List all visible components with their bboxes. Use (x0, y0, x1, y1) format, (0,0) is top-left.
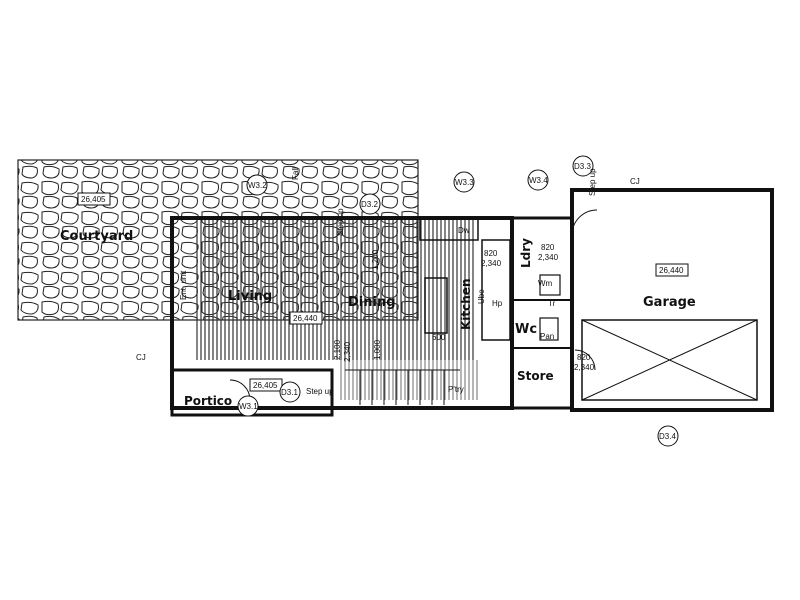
svg-text:D3.1: D3.1 (281, 388, 298, 397)
svg-text:W3.3: W3.3 (455, 178, 474, 187)
note-kitchen-ceiling-height: 2,340 (481, 259, 502, 268)
room-label-kitchen: Kitchen (459, 279, 473, 331)
note-tr: Tr (548, 299, 556, 308)
note-store-ceiling: 820 (577, 353, 591, 362)
note-pantry: P'try (448, 385, 464, 394)
note-step-up-portico: Step up (306, 387, 334, 396)
tag-d3-1: D3.1 (279, 381, 301, 403)
tag-d3-4: D3.4 (657, 425, 679, 447)
level-marker-portico: 26,405 (249, 378, 283, 392)
note-kitchen-ceiling: 820 (484, 249, 498, 258)
tag-cj-portico: CJ (136, 353, 146, 362)
dim-2340: 2,340 (343, 341, 352, 362)
svg-text:W3.2: W3.2 (248, 181, 267, 190)
room-label-ldry: Ldry (519, 238, 533, 268)
house-walls (170, 188, 774, 417)
tag-w3-3: W3.3 (453, 171, 475, 193)
level-marker-living: 26,440 (289, 311, 323, 325)
room-label-store: Store (517, 369, 554, 383)
note-dw: Dw (458, 226, 470, 235)
room-label-living: Living (228, 289, 272, 304)
svg-text:W3.4: W3.4 (529, 176, 548, 185)
svg-text:26,405: 26,405 (81, 195, 106, 204)
svg-text:26,440: 26,440 (293, 314, 318, 323)
svg-text:D3.3: D3.3 (574, 162, 591, 171)
level-marker-garage: 26,440 (655, 263, 689, 277)
note-wm: Wm (538, 279, 553, 288)
dim-1200: 1,200 (371, 249, 380, 270)
dim-1000: 1,000 (373, 339, 382, 360)
note-step-up-courtyard: Step up (336, 208, 345, 236)
level-marker-courtyard: 26,405 (77, 192, 111, 206)
note-ldry-ceiling-height: 2,340 (538, 253, 559, 262)
room-label-wc: Wc (515, 322, 537, 337)
tag-cj-garage: CJ (630, 177, 640, 186)
svg-text:26,440: 26,440 (659, 266, 684, 275)
note-pan: Pan (540, 332, 554, 341)
note-ldry-ceiling: 820 (541, 243, 555, 252)
note-step-up-garage: Step up (588, 168, 597, 196)
note-fall: Fall (291, 167, 300, 180)
room-label-courtyard: Courtyard (60, 229, 133, 244)
dim-2100: 2,100 (333, 339, 342, 360)
room-label-garage: Garage (643, 295, 696, 310)
svg-text:D3.2: D3.2 (361, 200, 378, 209)
tag-w3-1: W3.1 (237, 395, 259, 417)
svg-text:W3.1: W3.1 (239, 402, 258, 411)
room-label-dining: Dining (348, 295, 396, 310)
tag-d3-3: D3.3 (572, 155, 594, 177)
living-dining-floor (195, 220, 480, 400)
note-hp: Hp (492, 299, 503, 308)
note-store-ceiling-height: 2,340 (574, 363, 595, 372)
note-ent-unit: Ent. unit (179, 270, 188, 300)
tag-d3-2: D3.2 (359, 193, 381, 215)
room-label-portico: Portico (184, 394, 232, 408)
note-ube: Ube (477, 289, 486, 304)
svg-text:D3.4: D3.4 (659, 432, 676, 441)
tag-w3-2: W3.2 (246, 174, 268, 196)
tag-w3-4: W3.4 (527, 169, 549, 191)
svg-text:26,405: 26,405 (253, 381, 278, 390)
dim-600: 600 (432, 333, 446, 342)
